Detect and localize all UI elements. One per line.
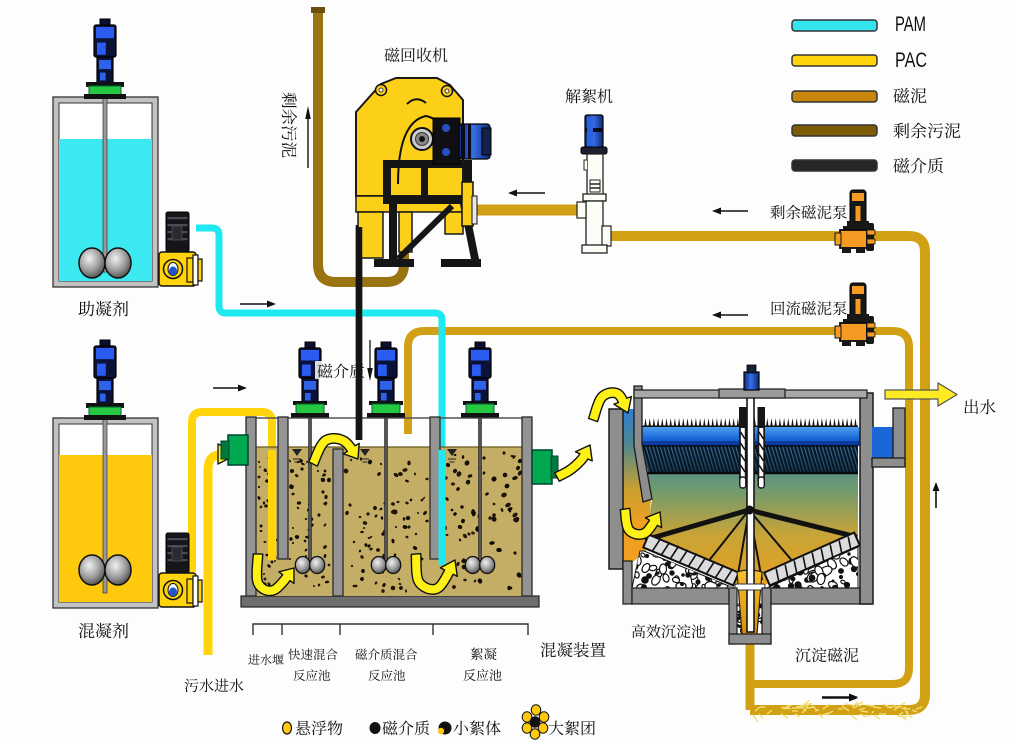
svg-text:PAM: PAM [895, 13, 926, 36]
svg-text:PAC: PAC [895, 49, 927, 72]
